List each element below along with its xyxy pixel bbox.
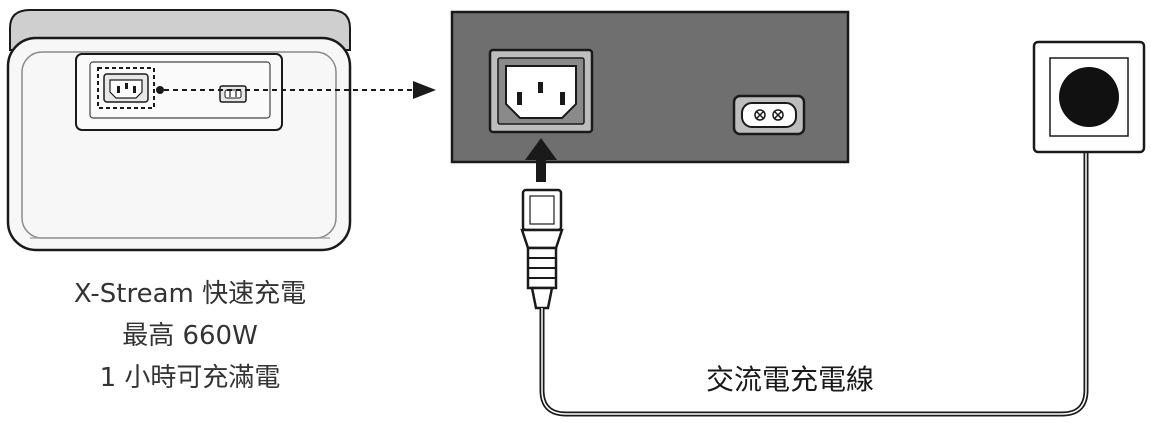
cable-label: 交流電充電線 (706, 363, 875, 396)
power-station (6, 9, 352, 252)
iec-c13-plug-icon (520, 188, 564, 310)
power-station-caption-line-1: X-Stream 快速充電 (73, 279, 307, 309)
figure-8-socket-icon (219, 85, 247, 103)
plug-insert-arrow (525, 138, 557, 182)
power-station-caption-line-3: 1 小時可充滿電 (99, 363, 281, 393)
power-station-caption-line-2: 最高 660W (122, 321, 258, 351)
ac-inlet-port-icon (488, 48, 594, 134)
outlet-plug-icon (1059, 67, 1119, 127)
figure-8-output-port-icon (732, 94, 806, 136)
rear-port-panel-inner (89, 61, 271, 119)
rear-port-panel (75, 53, 283, 131)
ac-input-highlight-box (97, 67, 155, 109)
connection-arrow (156, 81, 436, 99)
iec-c14-inlet-icon (103, 73, 149, 103)
device-rear-panel (450, 10, 850, 164)
wall-outlet-icon (1032, 40, 1146, 154)
